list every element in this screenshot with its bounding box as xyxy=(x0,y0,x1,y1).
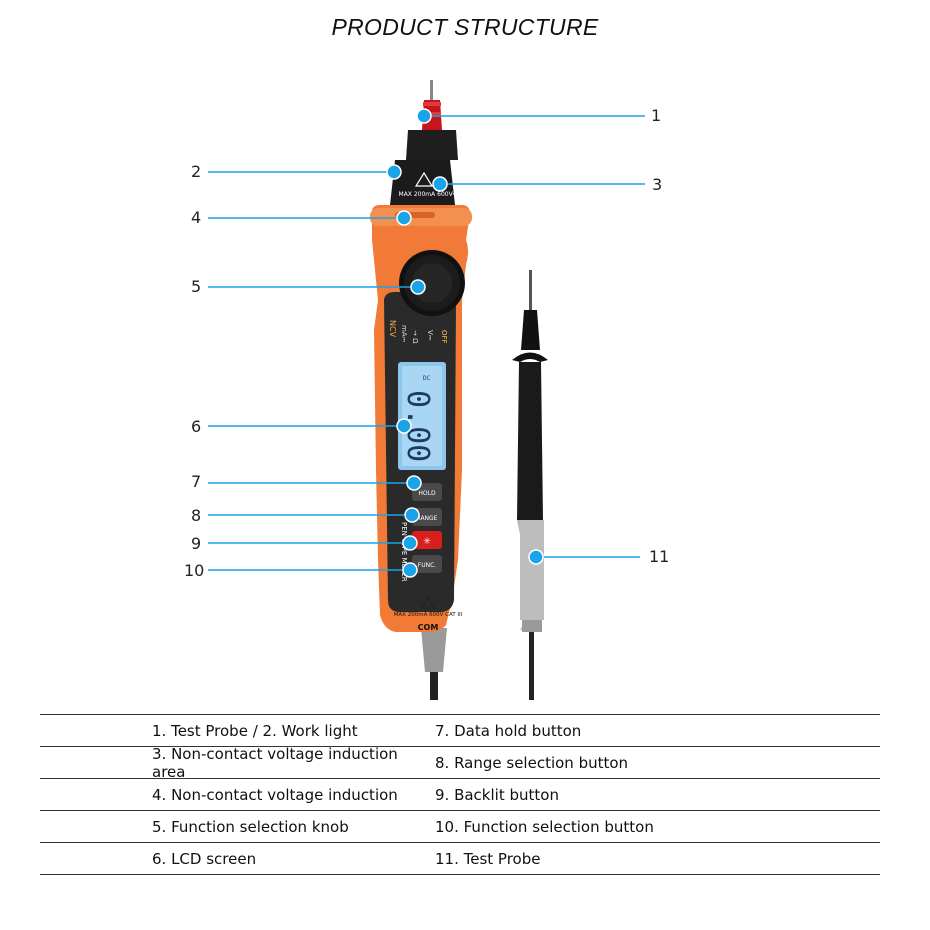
page-title: PRODUCT STRUCTURE xyxy=(331,14,599,40)
hold-button-label: HOLD xyxy=(418,490,436,497)
callout-1: 1 xyxy=(651,106,662,125)
bottom-warning-icon xyxy=(421,597,435,609)
legend-right-item: 10. Function selection button xyxy=(435,817,654,836)
legend-right-item: 9. Backlit button xyxy=(435,785,559,804)
callout-4: 4 xyxy=(191,208,202,227)
callout-5: 5 xyxy=(191,277,202,296)
legend-row: 3. Non-contact voltage induction area 8.… xyxy=(40,744,880,781)
legend-row: 1. Test Probe / 2. Work light 7. Data ho… xyxy=(40,714,880,746)
probe-tip-icon xyxy=(430,80,433,102)
legend-right-item: 7. Data hold button xyxy=(435,721,582,740)
meter-body xyxy=(370,80,472,700)
callout-10: 10 xyxy=(184,561,205,580)
warning-icon xyxy=(414,171,434,187)
func-button-label: FUNC. xyxy=(418,562,437,569)
callout-2: 2 xyxy=(191,162,202,181)
callout-dots xyxy=(386,108,544,578)
legend-right-item: 11. Test Probe xyxy=(435,849,541,868)
callout-6: 6 xyxy=(191,417,202,436)
legend-left-item: 4. Non-contact voltage induction xyxy=(152,785,398,804)
mode-ncv-label: NCV xyxy=(388,320,397,338)
callout-8: 8 xyxy=(191,506,202,525)
callout-lines xyxy=(208,115,645,571)
mode-v-label: V⎓ xyxy=(426,330,434,341)
callout-11: 11 xyxy=(649,547,670,566)
legend-left-item: 3. Non-contact voltage induction area xyxy=(152,744,398,781)
backlight-button xyxy=(412,531,442,549)
range-button-label: RANGE xyxy=(417,515,438,522)
legend-left-item: 6. LCD screen xyxy=(152,849,257,868)
com-label: COM xyxy=(418,623,439,632)
func-button xyxy=(412,555,442,573)
range-button xyxy=(412,508,442,526)
legend-table: 1. Test Probe / 2. Work light 7. Data ho… xyxy=(40,714,880,875)
lcd-dc-label: DC xyxy=(423,375,431,382)
mode-ma-label: mA⎓ xyxy=(400,325,408,343)
backlight-icon: ✳ xyxy=(423,537,431,547)
callout-7: 7 xyxy=(191,472,202,491)
test-probe xyxy=(512,270,548,700)
legend-row: 5. Function selection knob 10. Function … xyxy=(40,810,880,842)
callout-9: 9 xyxy=(191,534,202,553)
mode-diode-label: → Ω xyxy=(411,330,419,344)
legend-left-item: 5. Function selection knob xyxy=(152,817,349,836)
legend-left-item: 1. Test Probe / 2. Work light xyxy=(152,721,358,740)
side-model-text: PEN TYPE METER xyxy=(400,522,408,582)
legend-row: 4. Non-contact voltage induction 9. Back… xyxy=(40,778,880,810)
legend-row: 6. LCD screen 11. Test Probe xyxy=(40,842,880,875)
bottom-rating-label: MAX 200mA 600V CAT III xyxy=(394,612,463,618)
legend-right-item: 8. Range selection button xyxy=(435,753,629,772)
mode-off-label: OFF xyxy=(440,330,448,344)
callout-3: 3 xyxy=(652,175,663,194)
head-warning-label: MAX 200mA 600V⎓ xyxy=(399,191,458,198)
